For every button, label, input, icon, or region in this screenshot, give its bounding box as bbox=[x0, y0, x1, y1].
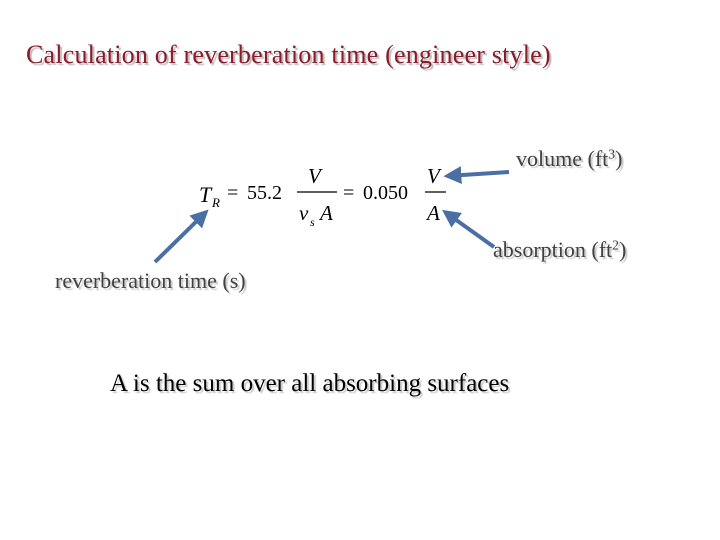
slide-title: Calculation of reverberation time (engin… bbox=[26, 40, 551, 69]
eq-frac1-denominator-a: A bbox=[318, 201, 333, 225]
arrow-absorption bbox=[442, 209, 496, 249]
arrow-reverberation bbox=[153, 209, 209, 264]
eq-t-subscript: R bbox=[211, 195, 220, 210]
eq-frac2-denominator: A bbox=[425, 201, 440, 225]
arrow-volume bbox=[443, 166, 510, 185]
eq-frac1-denominator-sub: s bbox=[310, 215, 315, 229]
eq-t-symbol: T bbox=[199, 182, 213, 207]
eq-frac1-denominator-v: v bbox=[299, 201, 309, 225]
reverberation-time-label: reverberation time (s) bbox=[55, 268, 246, 293]
volume-label: volume (ft3) bbox=[516, 146, 623, 171]
eq-frac1-numerator: V bbox=[308, 164, 323, 188]
eq-frac2-numerator: V bbox=[427, 164, 442, 188]
eq-equals-2: = bbox=[343, 182, 354, 204]
absorbing-surfaces-note: A is the sum over all absorbing surfaces bbox=[110, 370, 510, 397]
absorption-label: absorption (ft2) bbox=[493, 237, 627, 262]
eq-coef-0050: 0.050 bbox=[363, 182, 408, 204]
eq-coef-55: 55.2 bbox=[247, 182, 282, 204]
eq-equals-1: = bbox=[227, 182, 238, 204]
